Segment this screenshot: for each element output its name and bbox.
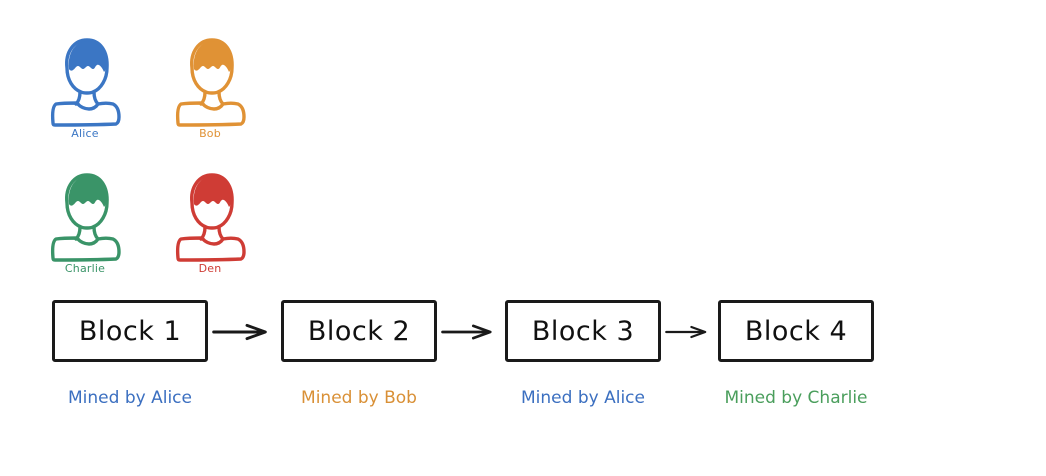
participant-bob[interactable]: Bob [170, 35, 290, 155]
block-box[interactable]: Block 3 [505, 300, 661, 362]
miner-label: Mined by Alice [521, 388, 645, 408]
arrow-right-icon [212, 322, 277, 342]
participant-name: Den [198, 262, 222, 275]
block-unit[interactable]: Block 3 Mined by Alice [505, 300, 661, 408]
miner-label: Mined by Charlie [724, 388, 868, 408]
block-label: Block 3 [531, 315, 635, 347]
block-unit[interactable]: Block 2 Mined by Bob [281, 300, 437, 408]
block-unit[interactable]: Block 4 Mined by Charlie [718, 300, 874, 408]
participant-name: Bob [199, 127, 221, 140]
arrow-right-icon [441, 322, 501, 342]
block-box[interactable]: Block 4 [718, 300, 874, 362]
person-avatar-icon [170, 35, 250, 130]
block-box[interactable]: Block 2 [281, 300, 437, 362]
person-avatar-icon [45, 35, 125, 130]
participants-group: Alice Bob [0, 0, 300, 285]
participant-name: Charlie [64, 262, 106, 275]
participant-alice[interactable]: Alice [45, 35, 165, 155]
participant-charlie[interactable]: Charlie [45, 170, 165, 290]
block-chain-group: Block 1 Mined by Alice Block 2 Mined by … [0, 300, 1046, 430]
block-unit[interactable]: Block 1 Mined by Alice [52, 300, 208, 408]
block-label: Block 2 [307, 315, 411, 347]
participant-name: Alice [71, 127, 99, 140]
person-avatar-icon [45, 170, 125, 265]
block-box[interactable]: Block 1 [52, 300, 208, 362]
arrow-right-icon [665, 322, 714, 342]
participant-den[interactable]: Den [170, 170, 290, 290]
block-label: Block 4 [744, 315, 848, 347]
miner-label: Mined by Alice [68, 388, 192, 408]
miner-label: Mined by Bob [301, 388, 417, 408]
block-label: Block 1 [78, 315, 182, 347]
person-avatar-icon [170, 170, 250, 265]
